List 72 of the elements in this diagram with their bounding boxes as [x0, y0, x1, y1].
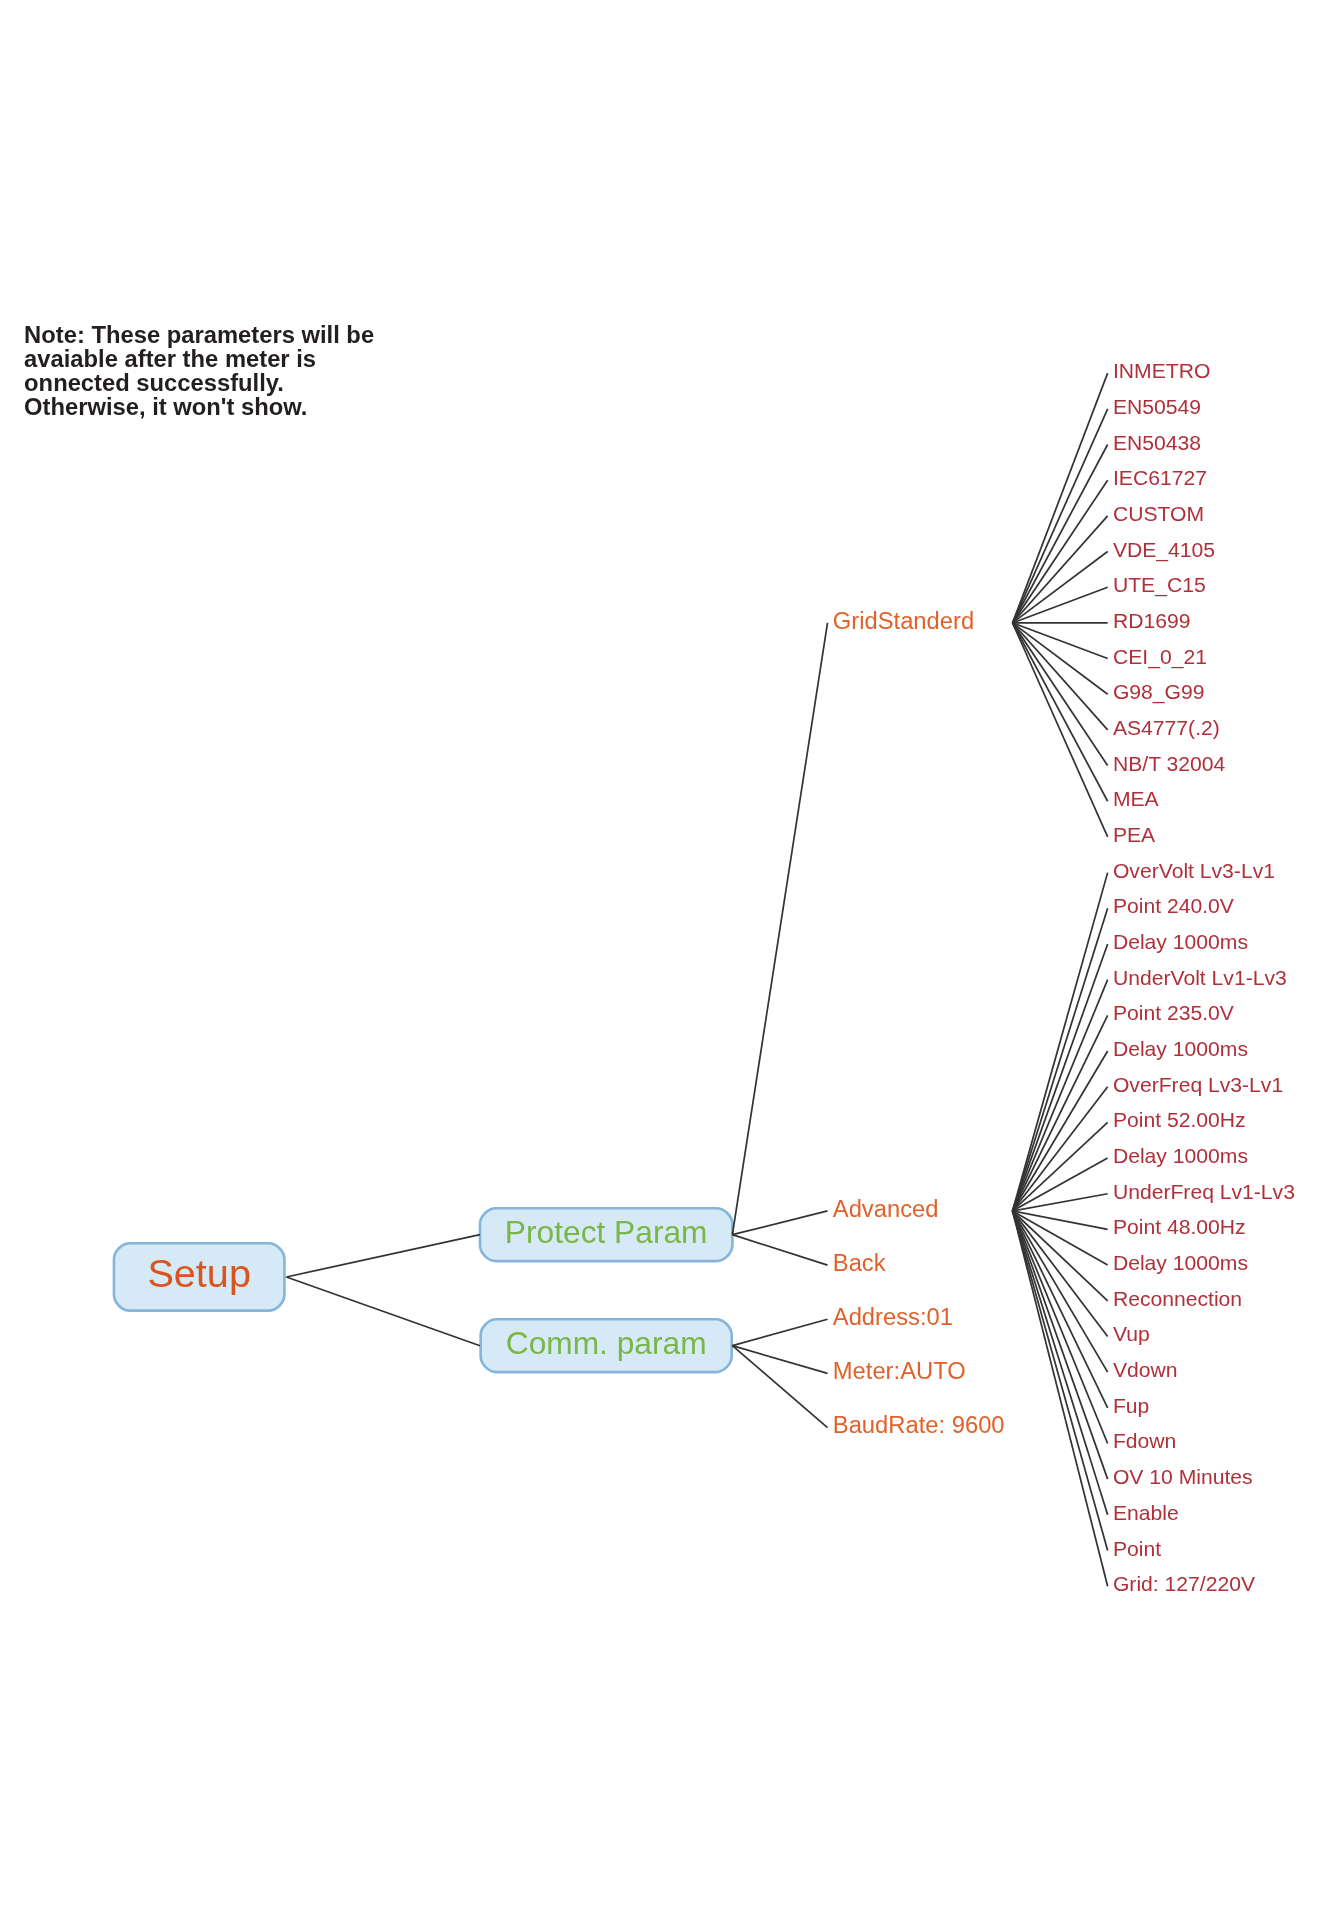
node-text: Delay 1000ms [1112, 929, 1248, 953]
node-text: Enable [1112, 1500, 1179, 1524]
node-text: Point 235.0V [1112, 1000, 1234, 1024]
connector [1011, 478, 1109, 624]
connector [1011, 1014, 1109, 1212]
connector [1011, 621, 1109, 695]
node-text: G98_G99 [1112, 679, 1205, 703]
node-text: INMETRO [1112, 358, 1211, 382]
connector [1011, 1209, 1109, 1230]
connector [1011, 1121, 1109, 1212]
connector [731, 1209, 829, 1236]
connector [1011, 621, 1109, 731]
node-text: Delay 1000ms [1112, 1250, 1248, 1274]
node-text: IEC61727 [1112, 465, 1207, 489]
node-text: EN50438 [1112, 430, 1202, 454]
node-box: Comm. param [479, 1317, 734, 1373]
connector [731, 1317, 829, 1347]
node-text: OverFreq Lv3-Lv1 [1112, 1072, 1284, 1096]
node-text: Vup [1112, 1321, 1150, 1345]
node-text: Back [832, 1248, 886, 1276]
node-text: Point [1112, 1536, 1162, 1560]
label: Note: These parameters will be avaiable after the meter is onnected successfully. Otherwise, it won't show. [24, 320, 375, 420]
connector [1011, 1209, 1109, 1337]
node-text: OV 10 Minutes [1112, 1464, 1253, 1488]
connector [1011, 621, 1109, 838]
node-text: MEA [1112, 786, 1159, 810]
connector [1011, 621, 1109, 802]
connector [1011, 1209, 1109, 1302]
connector [1011, 1156, 1109, 1212]
node-text: Address:01 [832, 1302, 954, 1330]
node-text: Point 240.0V [1112, 893, 1234, 917]
connector [1011, 443, 1109, 624]
node-text: OverVolt Lv3-Lv1 [1112, 858, 1275, 882]
node-text: GridStanderd [832, 606, 975, 634]
node-text: Vdown [1112, 1357, 1178, 1381]
node-text: Fup [1112, 1393, 1150, 1417]
connector [1011, 621, 1109, 766]
connector [1011, 621, 1109, 659]
node-box: Protect Param [478, 1206, 734, 1262]
connector [731, 1233, 829, 1266]
node-text: UnderFreq Lv1-Lv3 [1112, 1179, 1295, 1203]
connector [1011, 1085, 1109, 1212]
connector [1011, 1049, 1109, 1212]
node-text: PEA [1112, 822, 1156, 846]
node-text: RD1699 [1112, 608, 1191, 632]
node-text: Point 48.00Hz [1112, 1214, 1246, 1238]
connector [1011, 1192, 1109, 1212]
node-text: Advanced [832, 1194, 939, 1222]
node-text: Fdown [1112, 1428, 1177, 1452]
node-text: Delay 1000ms [1112, 1036, 1248, 1060]
connector [731, 1344, 829, 1428]
connector [285, 1233, 481, 1278]
node-text: EN50549 [1112, 394, 1202, 418]
node-text: Grid: 127/220V [1112, 1571, 1256, 1595]
connector [1011, 1209, 1109, 1373]
node-text: Meter:AUTO [832, 1356, 966, 1384]
node-text: CUSTOM [1112, 501, 1205, 525]
node-text: UTE_C15 [1112, 572, 1206, 596]
node-text: UnderVolt Lv1-Lv3 [1112, 965, 1287, 989]
connector [731, 1344, 829, 1374]
node-box: Setup [112, 1241, 286, 1312]
node-text: Point 52.00Hz [1112, 1107, 1246, 1131]
node-text: VDE_4105 [1112, 537, 1216, 561]
node-text: CEI_0_21 [1112, 644, 1207, 668]
connector [731, 621, 829, 1236]
node-text: BaudRate: 9600 [832, 1410, 1005, 1438]
node-text: Delay 1000ms [1112, 1143, 1248, 1167]
connector [1011, 1209, 1109, 1266]
node-text: AS4777(.2) [1112, 715, 1220, 739]
node-text: Reconnection [1112, 1286, 1243, 1310]
connector [285, 1275, 481, 1347]
node-text: NB/T 32004 [1112, 751, 1226, 775]
